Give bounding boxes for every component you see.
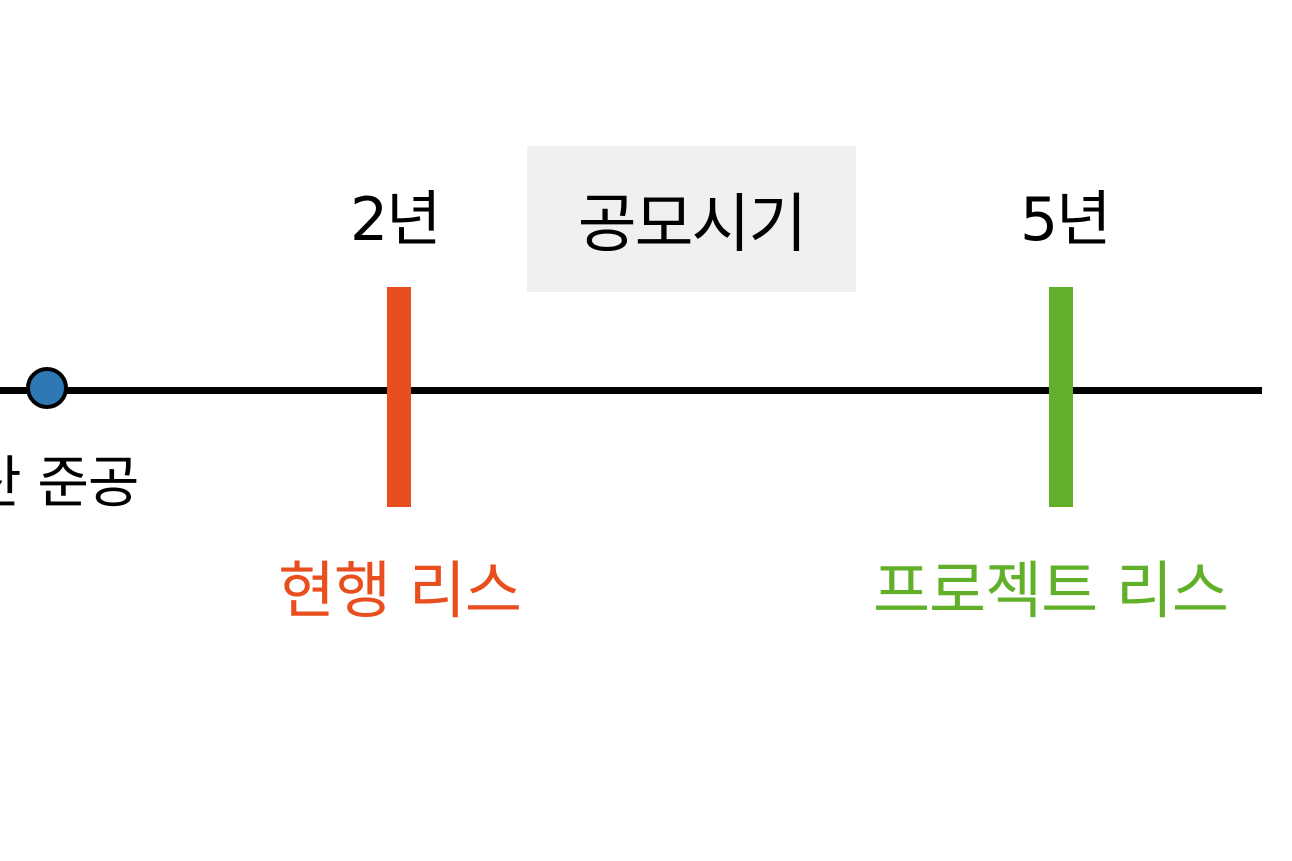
current-lease-marker bbox=[387, 287, 411, 507]
year-label-5: 5년 bbox=[1020, 185, 1111, 255]
start-point-dot bbox=[26, 367, 68, 409]
period-box: 공모시기 bbox=[527, 146, 856, 292]
start-point-label: 산 준공 bbox=[0, 451, 139, 516]
project-lease-marker bbox=[1049, 287, 1073, 507]
period-box-label: 공모시기 bbox=[577, 188, 808, 262]
year-label-2: 2년 bbox=[350, 185, 441, 255]
project-lease-label: 프로젝트 리스 bbox=[873, 554, 1229, 627]
current-lease-label: 현행 리스 bbox=[278, 554, 522, 627]
timeline-axis bbox=[0, 387, 1262, 394]
